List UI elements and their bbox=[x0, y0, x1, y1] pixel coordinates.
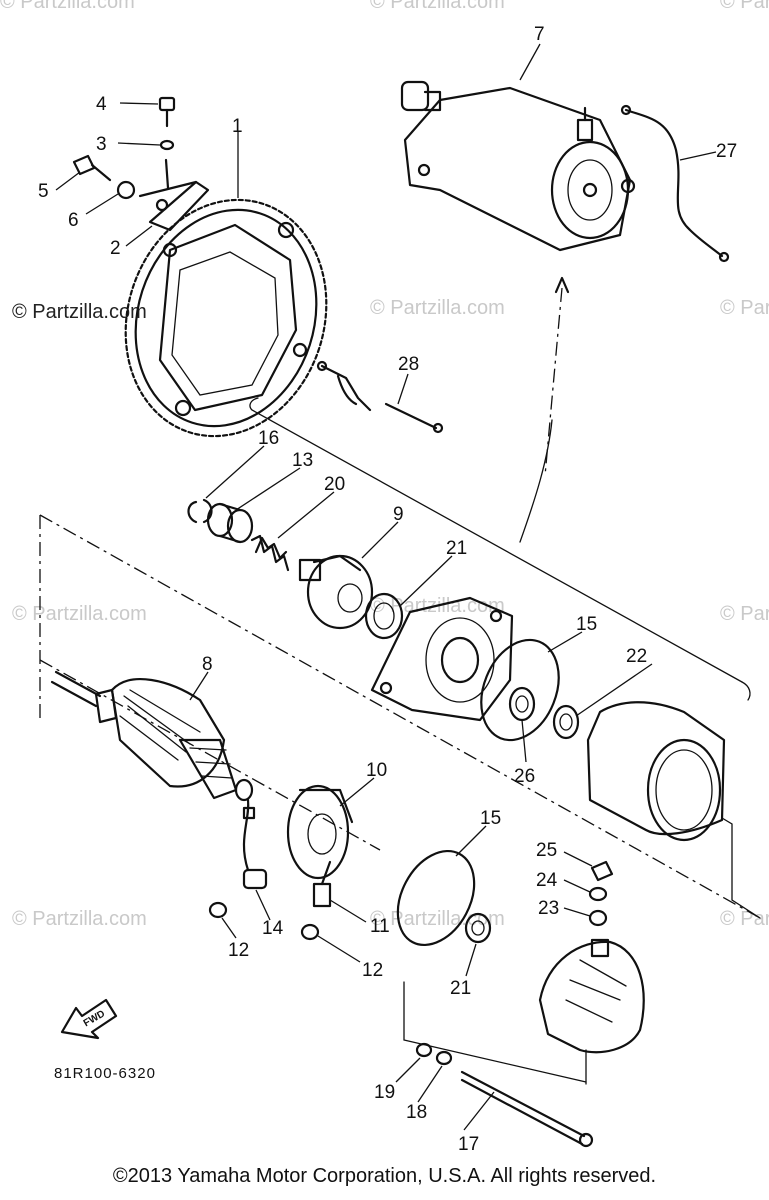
copyright-notice: ©2013 Yamaha Motor Corporation, U.S.A. A… bbox=[112, 1165, 657, 1187]
circlip-16 bbox=[187, 498, 213, 524]
watermark: © Partzilla.com bbox=[720, 603, 769, 625]
watermark-group: © Partzilla.com © Partzilla.com © Partzi… bbox=[0, 0, 769, 930]
ring-gear bbox=[124, 198, 328, 438]
watermark: © Partzilla.com bbox=[720, 297, 769, 319]
bracket-end bbox=[741, 681, 751, 701]
callouts: 4 3 5 6 2 1 7 27 28 16 13 20 9 21 15 22 … bbox=[38, 24, 737, 1155]
o-ring-15-lower bbox=[396, 849, 476, 947]
nut-23 bbox=[588, 909, 608, 927]
diagram-code: 81R100-6320 bbox=[54, 1065, 156, 1082]
rear-cover bbox=[538, 938, 645, 1054]
watermark: © Partzilla.com bbox=[370, 297, 505, 319]
brush-11 bbox=[312, 860, 332, 908]
callout-12-left: 12 bbox=[228, 940, 249, 961]
bracket-top bbox=[249, 397, 743, 683]
callout-28: 28 bbox=[398, 354, 419, 375]
callout-3: 3 bbox=[96, 134, 107, 155]
callout-6: 6 bbox=[68, 210, 79, 231]
callout-17: 17 bbox=[458, 1134, 479, 1155]
watermark: © Partzilla.com bbox=[370, 908, 505, 930]
washer-21-lower bbox=[464, 912, 492, 944]
washer-22 bbox=[552, 704, 580, 740]
callout-22: 22 bbox=[626, 646, 647, 667]
seal-26 bbox=[508, 686, 536, 722]
watermark: © Partzilla.com bbox=[0, 0, 135, 13]
collar-13 bbox=[206, 502, 254, 544]
nut-25 bbox=[590, 860, 614, 882]
callout-15-lower: 15 bbox=[480, 808, 501, 829]
watermark: © Partzilla.com bbox=[370, 0, 505, 13]
center-axis bbox=[39, 514, 761, 919]
brush-plate-10 bbox=[286, 784, 354, 880]
callout-7: 7 bbox=[534, 24, 545, 45]
brush-14 bbox=[242, 798, 268, 890]
clip-12-right bbox=[300, 923, 320, 941]
callout-24: 24 bbox=[536, 870, 558, 891]
washer-21-upper bbox=[364, 592, 404, 640]
forward-arrow: FWD bbox=[60, 998, 118, 1040]
watermark: © Partzilla.com bbox=[12, 301, 147, 323]
nut-6 bbox=[116, 180, 136, 200]
callout-10: 10 bbox=[366, 760, 387, 781]
bracket-lower bbox=[403, 981, 587, 1083]
armature-8 bbox=[50, 670, 254, 802]
watermark: © Partzilla.com bbox=[12, 603, 147, 625]
forward-label: FWD bbox=[82, 1008, 107, 1029]
bolt-5 bbox=[72, 154, 112, 182]
callout-12-right: 12 bbox=[362, 960, 383, 981]
gear-plate bbox=[138, 158, 210, 232]
callout-5: 5 bbox=[38, 181, 49, 202]
callout-27: 27 bbox=[716, 141, 737, 162]
callout-2: 2 bbox=[110, 238, 121, 259]
callout-9: 9 bbox=[393, 504, 404, 525]
spring-20 bbox=[250, 534, 290, 572]
watermark: © Partzilla.com bbox=[12, 908, 147, 930]
leader-lines bbox=[55, 43, 717, 1131]
watermark: © Partzilla.com bbox=[720, 908, 769, 930]
clip-12-left bbox=[208, 901, 228, 919]
callout-14: 14 bbox=[262, 918, 284, 939]
center-axis-upper bbox=[544, 287, 563, 477]
yoke bbox=[586, 701, 726, 842]
lead-wire-27 bbox=[620, 104, 730, 263]
bolt-17 bbox=[460, 1070, 594, 1148]
callout-13: 13 bbox=[292, 450, 313, 471]
clutch-9 bbox=[298, 554, 374, 630]
callout-1: 1 bbox=[232, 116, 243, 137]
lead-wire-28 bbox=[316, 360, 444, 434]
o-ring-15-upper bbox=[480, 638, 560, 742]
washer-3 bbox=[159, 139, 175, 151]
callout-20: 20 bbox=[324, 474, 345, 495]
axis-lower bbox=[39, 659, 381, 851]
washer-24 bbox=[588, 886, 608, 902]
callout-16: 16 bbox=[258, 428, 279, 449]
nut-19 bbox=[415, 1042, 433, 1058]
callout-11: 11 bbox=[370, 916, 390, 937]
bracket-right bbox=[721, 817, 761, 919]
front-cover bbox=[370, 596, 514, 722]
callout-18: 18 bbox=[406, 1102, 427, 1123]
callout-19: 19 bbox=[374, 1082, 395, 1103]
callout-21-lower: 21 bbox=[450, 978, 471, 999]
callout-15-upper: 15 bbox=[576, 614, 597, 635]
callout-8: 8 bbox=[202, 654, 213, 675]
callout-4: 4 bbox=[96, 94, 107, 115]
callout-21-upper: 21 bbox=[446, 538, 467, 559]
callout-23: 23 bbox=[538, 898, 559, 919]
bracket-curve bbox=[519, 419, 553, 543]
starter-motor-assembly bbox=[400, 80, 636, 252]
bolt-4 bbox=[158, 96, 176, 128]
watermark: © Partzilla.com bbox=[720, 0, 769, 13]
callout-26: 26 bbox=[514, 766, 535, 787]
callout-25: 25 bbox=[536, 840, 557, 861]
arrow-up bbox=[554, 276, 570, 294]
washer-18 bbox=[435, 1050, 453, 1066]
